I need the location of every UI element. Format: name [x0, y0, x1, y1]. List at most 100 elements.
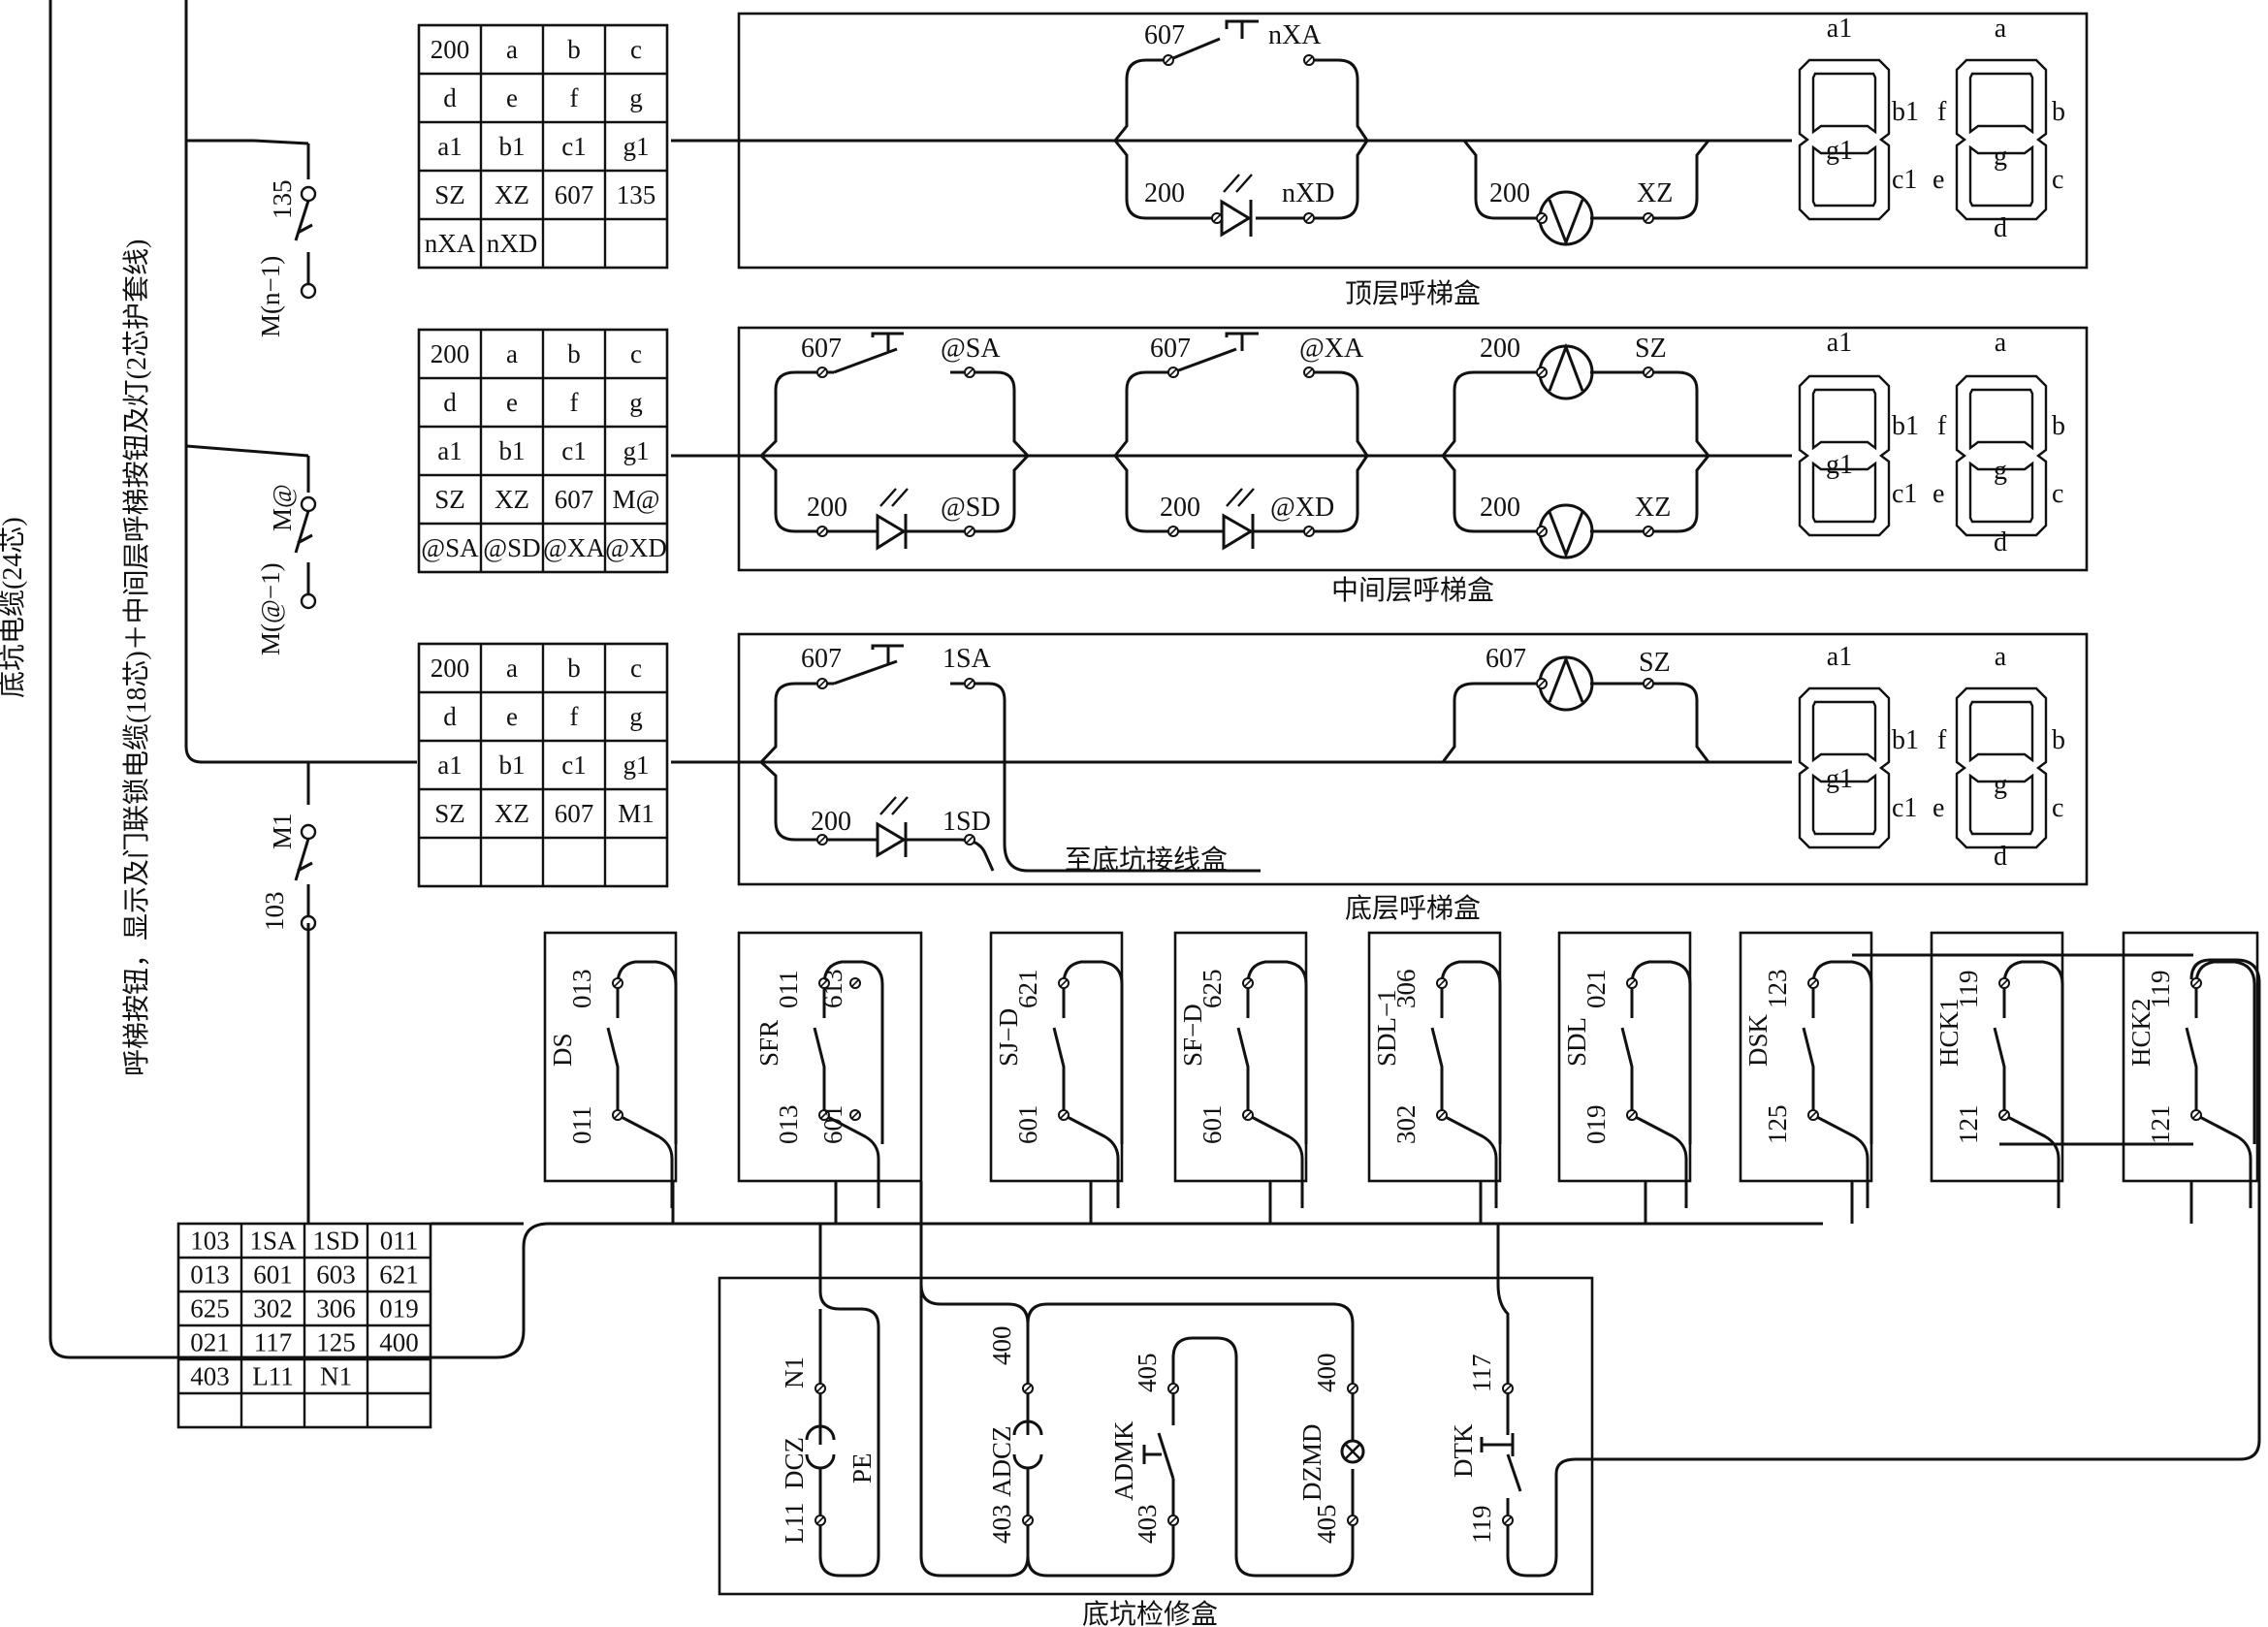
switch-name: SF−D	[1178, 1004, 1207, 1067]
terminal-label: 607	[1485, 644, 1526, 674]
terminal	[1058, 1109, 1070, 1121]
terminal	[1998, 1109, 2010, 1121]
table-cell: c	[630, 35, 642, 64]
pit-label: 405	[1312, 1505, 1341, 1545]
pit-label: 403	[1133, 1505, 1162, 1545]
seg-label: c1	[1892, 165, 1917, 195]
terminal	[1347, 1383, 1358, 1394]
terminal-label: @SA	[941, 334, 1001, 364]
pit-label: 403	[987, 1505, 1016, 1545]
pit-label: 400	[987, 1326, 1016, 1366]
table-cell: g	[629, 83, 643, 112]
pit-label: 405	[1133, 1354, 1162, 1393]
table-cell: 135	[617, 180, 656, 209]
terminal	[1643, 367, 1654, 378]
terminal-label: @SD	[941, 493, 1001, 523]
terminal	[2190, 1109, 2202, 1121]
seg-label: c1	[1892, 479, 1917, 509]
table-cell: g	[629, 388, 643, 417]
table-cell: L11	[252, 1362, 294, 1391]
seg-label: e	[1933, 793, 1944, 823]
seg-label: c	[2052, 793, 2063, 823]
table-cell: 400	[379, 1328, 419, 1357]
terminal-label: @XD	[1270, 493, 1334, 523]
switch-name: SFR	[754, 1020, 783, 1067]
seg-label: a	[1995, 328, 2007, 358]
switch-terminal: 601	[1198, 1105, 1227, 1145]
seg-label: c1	[1892, 793, 1917, 823]
switch-terminal: 601	[818, 1105, 847, 1145]
door-name: M@	[268, 484, 297, 531]
switch-terminal: 011	[774, 971, 803, 1009]
seg-label: a1	[1827, 328, 1852, 358]
terminal-label: 200	[807, 493, 847, 523]
switch-terminal: 119	[2146, 971, 2175, 1009]
door-contact-middle	[294, 495, 317, 610]
side-label-pit-cable: 底坑电缆(24芯)	[0, 517, 28, 698]
caption-to-pit-box: 至底坑接线盒	[1065, 845, 1228, 876]
switch-terminal: 121	[1954, 1105, 1983, 1145]
table-cell: b1	[499, 750, 526, 780]
door-terminal: 103	[260, 892, 289, 932]
terminal-label: 607	[801, 334, 842, 364]
table-cell: XZ	[495, 485, 529, 514]
table-cell: 200	[431, 35, 470, 64]
seg-label: f	[1937, 725, 1947, 755]
table-cell: a1	[437, 436, 462, 465]
terminal	[1626, 977, 1638, 989]
seg-label: f	[1937, 97, 1947, 127]
seg-label: c	[2052, 479, 2063, 509]
seg-label: e	[1933, 479, 1944, 509]
table-cell: SZ	[434, 799, 465, 828]
table-cell: g1	[623, 132, 650, 161]
seg-label: d	[1994, 842, 2007, 872]
seg-label: b	[2052, 411, 2065, 441]
door-name: M1	[268, 813, 297, 849]
table-cell: f	[570, 702, 579, 731]
terminal	[612, 1109, 623, 1121]
pit-label: 119	[1467, 1506, 1496, 1545]
door-name: M(@−1)	[256, 562, 285, 655]
switch-terminal: 121	[2146, 1105, 2175, 1145]
switch-sj−d	[989, 931, 1124, 1208]
terminal	[612, 977, 623, 989]
terminal-label: 200	[1489, 178, 1530, 208]
table-cell: M@	[613, 485, 660, 514]
seg-label: b1	[1892, 725, 1919, 755]
seven-segment-display	[1955, 686, 2048, 849]
side-label-call-cable: 呼梯按钮，显示及门联锁电缆(18芯)＋中间层呼梯按钮及灯(2芯护套线)	[121, 239, 152, 1076]
terminal-label: XZ	[1635, 493, 1671, 523]
seg-label: d	[1994, 527, 2007, 558]
caption-pit: 底坑检修盒	[1082, 1599, 1218, 1627]
table-cell: c	[630, 339, 642, 368]
table-cell: M1	[618, 799, 655, 828]
seven-segment-display	[1955, 58, 2048, 221]
terminal-label: 607	[1150, 334, 1191, 364]
table-cell: b1	[499, 132, 526, 161]
table-cell: SZ	[434, 485, 465, 514]
switch-sdl	[1557, 931, 1692, 1208]
terminal-label: 1SD	[942, 807, 991, 837]
terminal-label: 200	[1160, 493, 1200, 523]
switch-terminal: 021	[1581, 970, 1611, 1009]
seg-label: g1	[1826, 136, 1853, 166]
table-cell: 607	[555, 799, 594, 828]
table-cell: 607	[555, 485, 594, 514]
switch-terminal: 306	[1391, 970, 1421, 1009]
seg-label: g	[1994, 770, 2007, 800]
switch-name: HCK1	[1934, 998, 1964, 1067]
bottom-call-box	[737, 632, 2089, 886]
table-cell: a	[506, 654, 518, 683]
table-cell: d	[443, 702, 457, 731]
table-cell: g1	[623, 750, 650, 780]
switch-ds	[543, 931, 678, 1208]
table-cell: 306	[316, 1294, 356, 1324]
table-cell: c1	[561, 750, 586, 780]
terminal	[1347, 1515, 1358, 1526]
table-cell: d	[443, 388, 457, 417]
terminal	[816, 367, 828, 378]
seg-label: g	[1994, 142, 2007, 172]
switch-terminal: 123	[1763, 970, 1792, 1009]
